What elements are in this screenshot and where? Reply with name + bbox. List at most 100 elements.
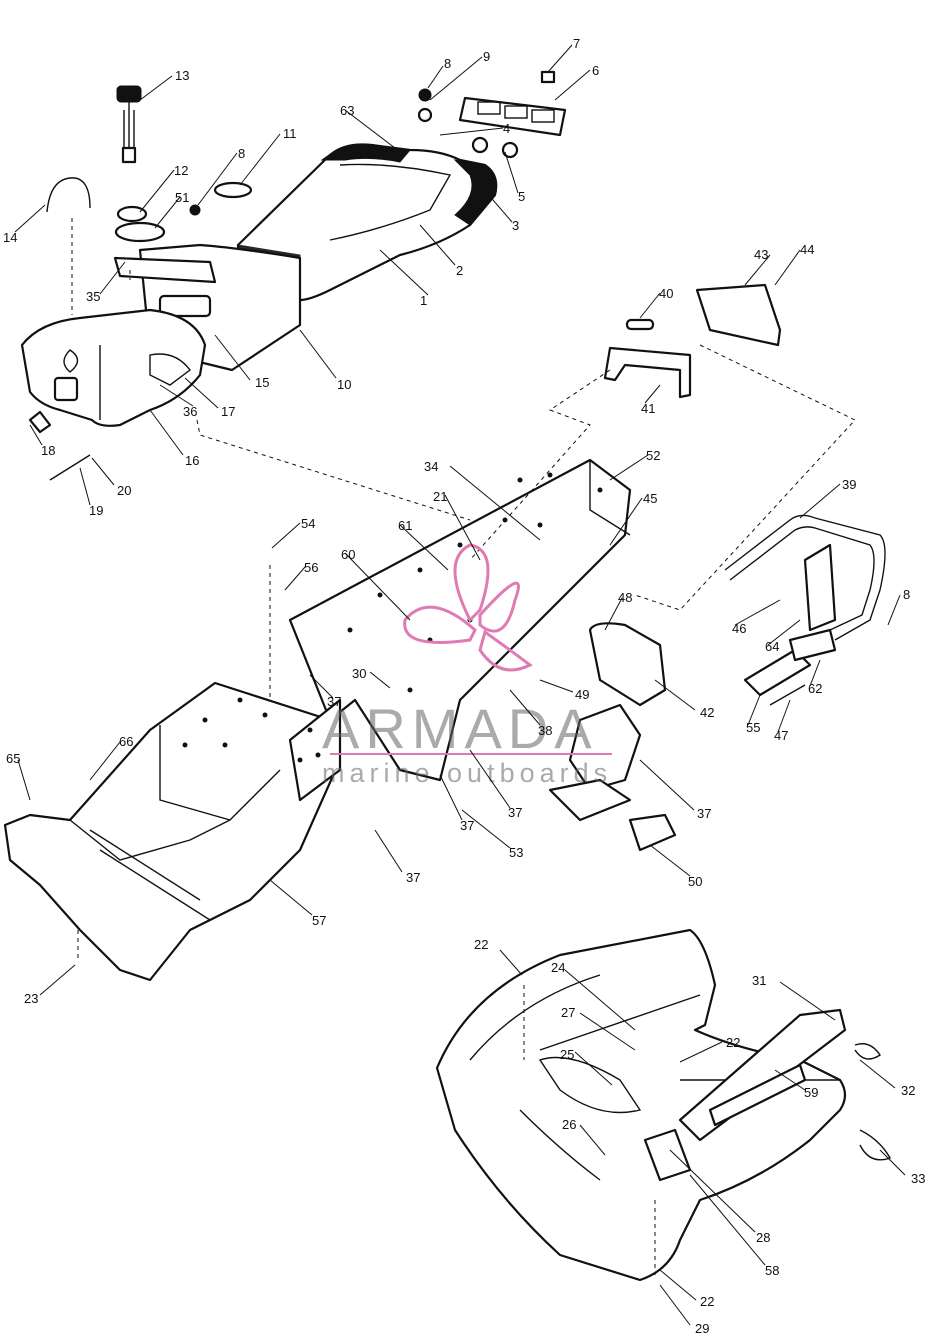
callout-46: 46 xyxy=(732,621,746,636)
callout-36: 36 xyxy=(183,404,197,419)
callout-37: 37 xyxy=(508,805,522,820)
callout-11: 11 xyxy=(283,126,297,141)
callout-21: 21 xyxy=(433,489,447,504)
clip xyxy=(625,318,655,331)
foot-bracket xyxy=(568,703,642,792)
callout-1: 1 xyxy=(420,293,427,308)
leader-line xyxy=(654,679,696,711)
leader-line xyxy=(271,522,301,549)
callout-27: 27 xyxy=(561,1005,575,1020)
callout-47: 47 xyxy=(774,728,788,743)
grommet xyxy=(213,181,253,199)
leader-lines xyxy=(14,44,906,1326)
watermark-brand: ARMADA xyxy=(322,697,598,760)
leader-line xyxy=(799,483,841,519)
callout-26: 26 xyxy=(562,1117,576,1132)
leader-line xyxy=(774,249,801,286)
leader-line xyxy=(767,619,801,646)
leader-line xyxy=(309,674,334,699)
leader-line xyxy=(344,109,396,149)
vent-hose xyxy=(46,177,91,213)
callout-37: 37 xyxy=(406,870,420,885)
leader-line xyxy=(461,809,511,849)
leader-line xyxy=(79,467,91,506)
leader-line xyxy=(469,749,511,809)
bolt-head xyxy=(501,141,519,159)
callout-9: 9 xyxy=(483,49,490,64)
watermark: ARMADA marine outboards xyxy=(322,543,612,788)
callout-8: 8 xyxy=(903,587,910,602)
leader-line xyxy=(609,454,649,481)
leader-line xyxy=(689,1174,766,1266)
leader-line xyxy=(419,224,456,266)
front-chassis xyxy=(3,681,342,982)
callout-51: 51 xyxy=(175,190,189,205)
leader-line xyxy=(579,1012,636,1051)
callout-39: 39 xyxy=(842,477,856,492)
leader-line xyxy=(679,1041,723,1063)
leader-line xyxy=(879,1149,906,1176)
callout-37: 37 xyxy=(697,806,711,821)
leader-line xyxy=(139,169,175,213)
callout-12: 12 xyxy=(174,163,188,178)
leader-line xyxy=(449,465,541,541)
leader-line xyxy=(639,759,695,811)
callout-40: 40 xyxy=(659,286,673,301)
callout-19: 19 xyxy=(89,503,103,518)
nut xyxy=(189,204,201,216)
callout-59: 59 xyxy=(804,1085,818,1100)
callout-64: 64 xyxy=(765,639,779,654)
leader-line xyxy=(539,679,574,693)
callout-56: 56 xyxy=(304,560,318,575)
callout-8: 8 xyxy=(444,56,451,71)
foot-plate xyxy=(628,813,677,852)
leader-line xyxy=(239,133,281,186)
leader-line xyxy=(554,69,591,101)
leader-line xyxy=(779,981,836,1021)
callout-42: 42 xyxy=(700,705,714,720)
trim-strip xyxy=(708,1063,807,1127)
callout-17: 17 xyxy=(221,404,235,419)
leader-line xyxy=(579,1124,606,1156)
callout-53: 53 xyxy=(509,845,523,860)
leader-line xyxy=(734,599,781,626)
cable xyxy=(859,1129,892,1161)
fuel-tank xyxy=(20,308,207,427)
rear-plate xyxy=(695,283,782,347)
leader-line xyxy=(744,254,771,286)
callout-31: 31 xyxy=(752,973,766,988)
callout-55: 55 xyxy=(746,720,760,735)
hitch-plate xyxy=(588,622,667,707)
leader-line xyxy=(499,949,523,976)
leader-line xyxy=(197,152,238,206)
nut xyxy=(418,88,432,102)
leader-line xyxy=(547,44,573,73)
leader-line xyxy=(159,384,194,407)
callout-23: 23 xyxy=(24,991,38,1006)
callout-37: 37 xyxy=(460,818,474,833)
callout-63: 63 xyxy=(340,103,354,118)
callout-44: 44 xyxy=(800,242,814,257)
washer xyxy=(417,107,433,123)
rear-bracket xyxy=(603,346,692,399)
callout-45: 45 xyxy=(643,491,657,506)
callout-6: 6 xyxy=(592,63,599,78)
watermark-tagline: marine outboards xyxy=(322,758,612,788)
leader-line xyxy=(344,552,411,621)
light-bracket xyxy=(788,628,837,662)
fuel-cap xyxy=(116,85,142,164)
leader-line xyxy=(504,151,519,194)
callout-35: 35 xyxy=(86,289,100,304)
leader-line xyxy=(14,204,46,233)
rod xyxy=(769,684,806,706)
rear-bumper xyxy=(724,514,886,641)
callout-22: 22 xyxy=(700,1294,714,1309)
leader-line xyxy=(639,292,661,319)
leader-line xyxy=(154,196,181,229)
leader-line xyxy=(479,184,513,223)
callout-65: 65 xyxy=(6,751,20,766)
tail-light xyxy=(743,648,812,697)
leader-line xyxy=(659,1269,697,1301)
callout-8: 8 xyxy=(238,146,245,161)
